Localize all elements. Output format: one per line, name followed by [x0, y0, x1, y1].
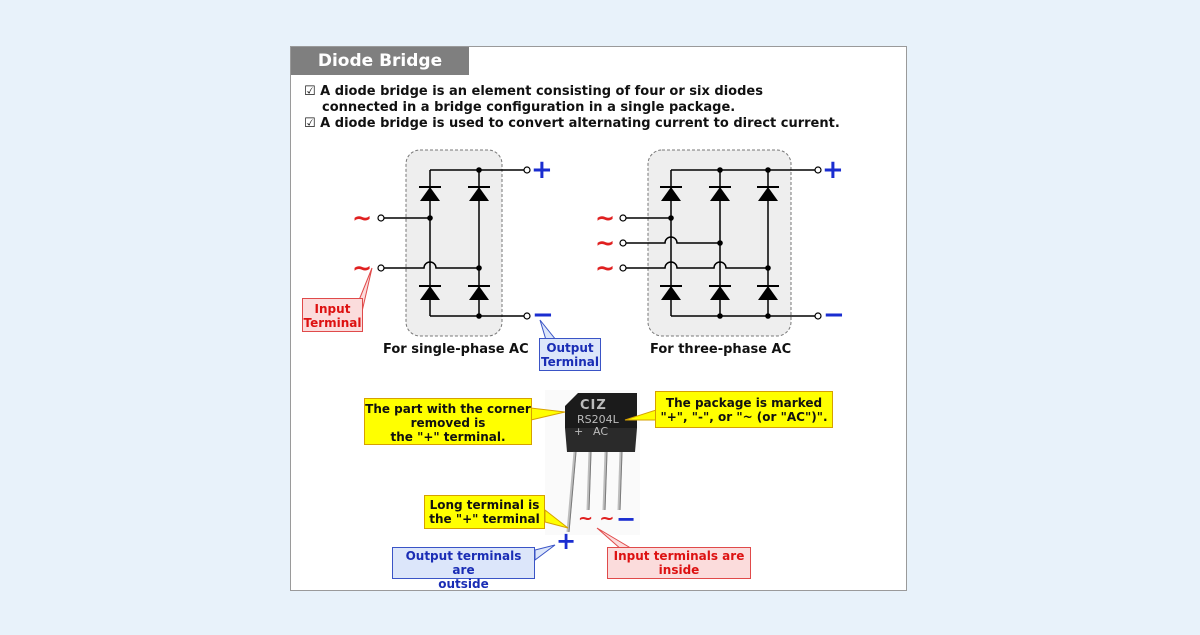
output-note-line2: outside [438, 577, 489, 591]
output-terminals-note: Output terminals are outside [392, 547, 535, 591]
single-minus-symbol: − [532, 300, 554, 330]
input-terminal-callout: Input Terminal [302, 298, 363, 332]
output-terminal-line1: Output [546, 341, 594, 355]
input-note-line2: inside [658, 563, 700, 577]
three-phase-caption: For three-phase AC [650, 342, 792, 357]
diode-bridge-photo [545, 390, 640, 535]
bullet-1-cont: connected in a bridge configuration in a… [322, 100, 736, 115]
package-marking-part: RS204L [577, 413, 619, 426]
corner-removed-note: The part with the corner removed is the … [364, 398, 532, 445]
long-terminal-note: Long terminal is the "+" terminal [424, 495, 545, 529]
bullet-1: ☑ A diode bridge is an element consistin… [304, 84, 763, 99]
single-plus-symbol: + [531, 155, 553, 185]
output-terminal-callout: Output Terminal [539, 338, 601, 371]
three-phase-bridge [619, 149, 822, 337]
long-terminal-line1: Long terminal is [429, 498, 540, 512]
long-terminal-line2: the "+" terminal [429, 512, 540, 526]
page-title: Diode Bridge [291, 47, 469, 75]
long-terminal-callout-pointer [544, 508, 569, 529]
marking-note-line2: "+", "-", or "~ (or "AC")". [660, 410, 828, 424]
single-phase-caption: For single-phase AC [383, 342, 529, 357]
bullet-2: ☑ A diode bridge is used to convert alte… [304, 116, 840, 131]
pin-minus-symbol: − [616, 505, 637, 533]
package-marking-plus: + [574, 425, 584, 438]
pin-ac-symbols: ~ ~ [578, 508, 615, 529]
input-terminal-line1: Input [314, 302, 351, 316]
output-note-line1: Output terminals are [405, 549, 522, 577]
single-phase-bridge [377, 149, 531, 337]
input-note-line1: Input terminals are [613, 549, 745, 563]
marking-note-line1: The package is marked [665, 396, 823, 410]
input-terminal-line2: Terminal [303, 316, 362, 330]
corner-note-line3: the "+" terminal. [390, 430, 506, 444]
single-ac-symbol-1: ~ [352, 204, 373, 232]
package-logo: CIZ [580, 398, 607, 413]
input-terminals-note: Input terminals are inside [607, 547, 751, 579]
corner-note-line1: The part with the corner [365, 402, 531, 416]
three-minus-symbol: − [823, 300, 845, 330]
package-marking-ac: AC [593, 425, 609, 438]
pin-plus-symbol: + [556, 527, 577, 555]
corner-note-line2: removed is [410, 416, 486, 430]
output-terminal-line2: Terminal [540, 355, 600, 369]
single-ac-symbol-2: ~ [352, 254, 373, 282]
package-marking-note: The package is marked "+", "-", or "~ (o… [655, 391, 833, 428]
three-ac-symbol-3: ~ [595, 254, 616, 282]
output-note-pointer [534, 544, 556, 561]
three-plus-symbol: + [822, 155, 844, 185]
three-ac-symbol-1: ~ [595, 204, 616, 232]
three-ac-symbol-2: ~ [595, 229, 616, 257]
